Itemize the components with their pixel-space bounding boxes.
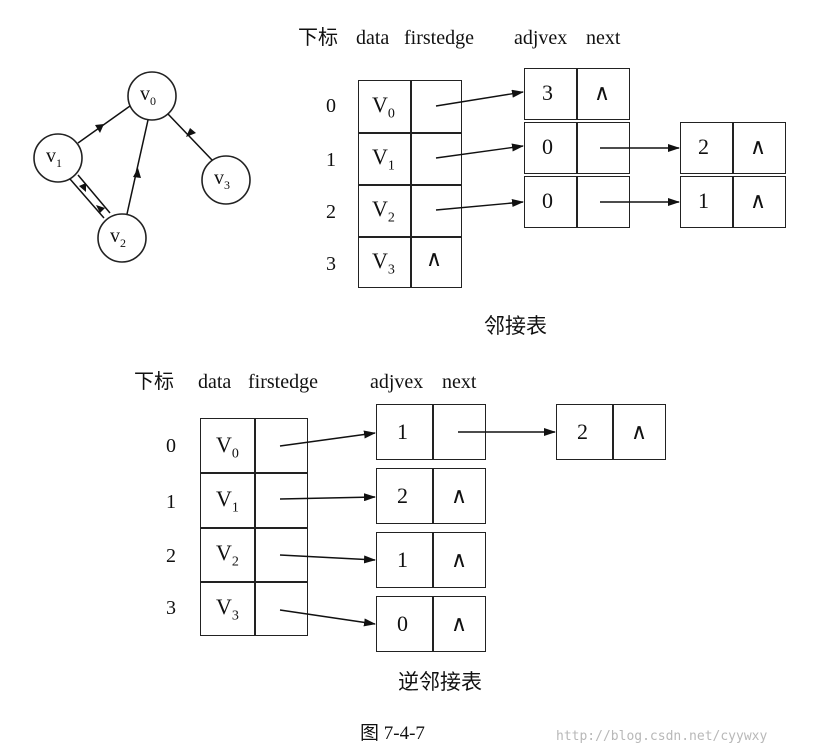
adj-index-1: 1: [326, 149, 336, 171]
adj-vertex-0: V0: [372, 92, 395, 122]
inv-edge-node-2-0: [376, 532, 486, 588]
node-label-v1: v1: [46, 145, 62, 170]
inv-edge-node-1-0: [376, 468, 486, 524]
inv-header-index: 下标: [134, 371, 174, 393]
inv-vertex-3: V3: [216, 594, 239, 624]
inv-header-adjvex: adjvex: [370, 371, 424, 393]
adj-vertex-2: V2: [372, 196, 395, 226]
edge-v2-v0: [126, 119, 149, 215]
inv-edge-3-0-adjvex: 0: [397, 611, 408, 636]
adj-vertex-3: V3: [372, 248, 395, 278]
figure-caption: 图 7-4-7: [360, 723, 425, 744]
adj-header-index: 下标: [298, 27, 338, 49]
inv-header-firstedge: firstedge: [248, 371, 318, 393]
inv-index-2: 2: [166, 545, 176, 567]
inv-edge-0-1-adjvex: 2: [577, 419, 588, 444]
inv-edge-0-1-next: ∧: [631, 419, 648, 444]
inv-vertex-0: V0: [216, 432, 239, 462]
adj-arrow-row0: [435, 89, 524, 107]
adj-index-0: 0: [326, 95, 336, 117]
inv-header-next: next: [442, 371, 477, 393]
graph-node-v0: [127, 71, 177, 121]
adj-firstedge-null-3: ∧: [426, 246, 443, 271]
node-label-v2: v2: [110, 225, 126, 250]
inv-edge-1-0-adjvex: 2: [397, 483, 408, 508]
inv-vertex-2: V2: [216, 540, 239, 570]
edge-v1-v0: [77, 105, 131, 144]
adj-arrow-row2: [435, 199, 524, 211]
inv-edge-0-0-adjvex: 1: [397, 419, 408, 444]
adj-edge-2-1-adjvex: 1: [698, 188, 709, 213]
adj-edge-2-0-adjvex: 0: [542, 188, 553, 213]
node-label-v0: v0: [140, 83, 156, 108]
inv-vertex-1: V1: [216, 486, 239, 516]
adj-header-firstedge: firstedge: [404, 27, 474, 49]
adj-edge-2-1-next: ∧: [750, 188, 767, 213]
adj-edge-1-1-adjvex: 2: [698, 134, 709, 159]
inv-edge-2-0-adjvex: 1: [397, 547, 408, 572]
edge-v0-v3: [167, 113, 213, 161]
inv-edge-node-3-0: [376, 596, 486, 652]
edge-v2-v1: [77, 174, 111, 214]
inv-edge-2-0-next: ∧: [451, 547, 468, 572]
watermark: http://blog.csdn.net/cyywxy: [556, 729, 768, 744]
inv-arrow-row1: [279, 493, 376, 502]
inv-index-1: 1: [166, 491, 176, 513]
graph-node-v1: [33, 133, 83, 183]
adj-vertex-1: V1: [372, 144, 395, 174]
adj-header-adjvex: adjvex: [514, 27, 568, 49]
adj-edge-0-0-adjvex: 3: [542, 80, 553, 105]
inv-arrow-row3: [279, 609, 376, 627]
graph-node-v3: [201, 155, 251, 205]
inv-arrow-row2: [279, 554, 376, 564]
edge-v1-v2: [69, 178, 105, 219]
adj-header-data: data: [356, 27, 390, 49]
inv-edge-1-0-next: ∧: [451, 483, 468, 508]
adj-edge-0-0-next: ∧: [594, 80, 611, 105]
node-label-v3: v3: [214, 167, 230, 192]
inv-header-data: data: [198, 371, 232, 393]
adj-index-3: 3: [326, 253, 336, 275]
inv-arrow-row0: [279, 430, 376, 447]
inv-index-3: 3: [166, 597, 176, 619]
inv-caption: 逆邻接表: [398, 670, 482, 694]
adj-edge-1-1-next: ∧: [750, 134, 767, 159]
inv-edge-3-0-next: ∧: [451, 611, 468, 636]
inv-index-0: 0: [166, 435, 176, 457]
adj-arrow-row1: [435, 143, 524, 159]
inv-edge-node-0-1: [556, 404, 666, 460]
graph-node-v2: [97, 213, 147, 263]
adj-index-2: 2: [326, 201, 336, 223]
adj-caption: 邻接表: [484, 314, 547, 338]
adj-edge-1-0-adjvex: 0: [542, 134, 553, 159]
adj-header-next: next: [586, 27, 621, 49]
